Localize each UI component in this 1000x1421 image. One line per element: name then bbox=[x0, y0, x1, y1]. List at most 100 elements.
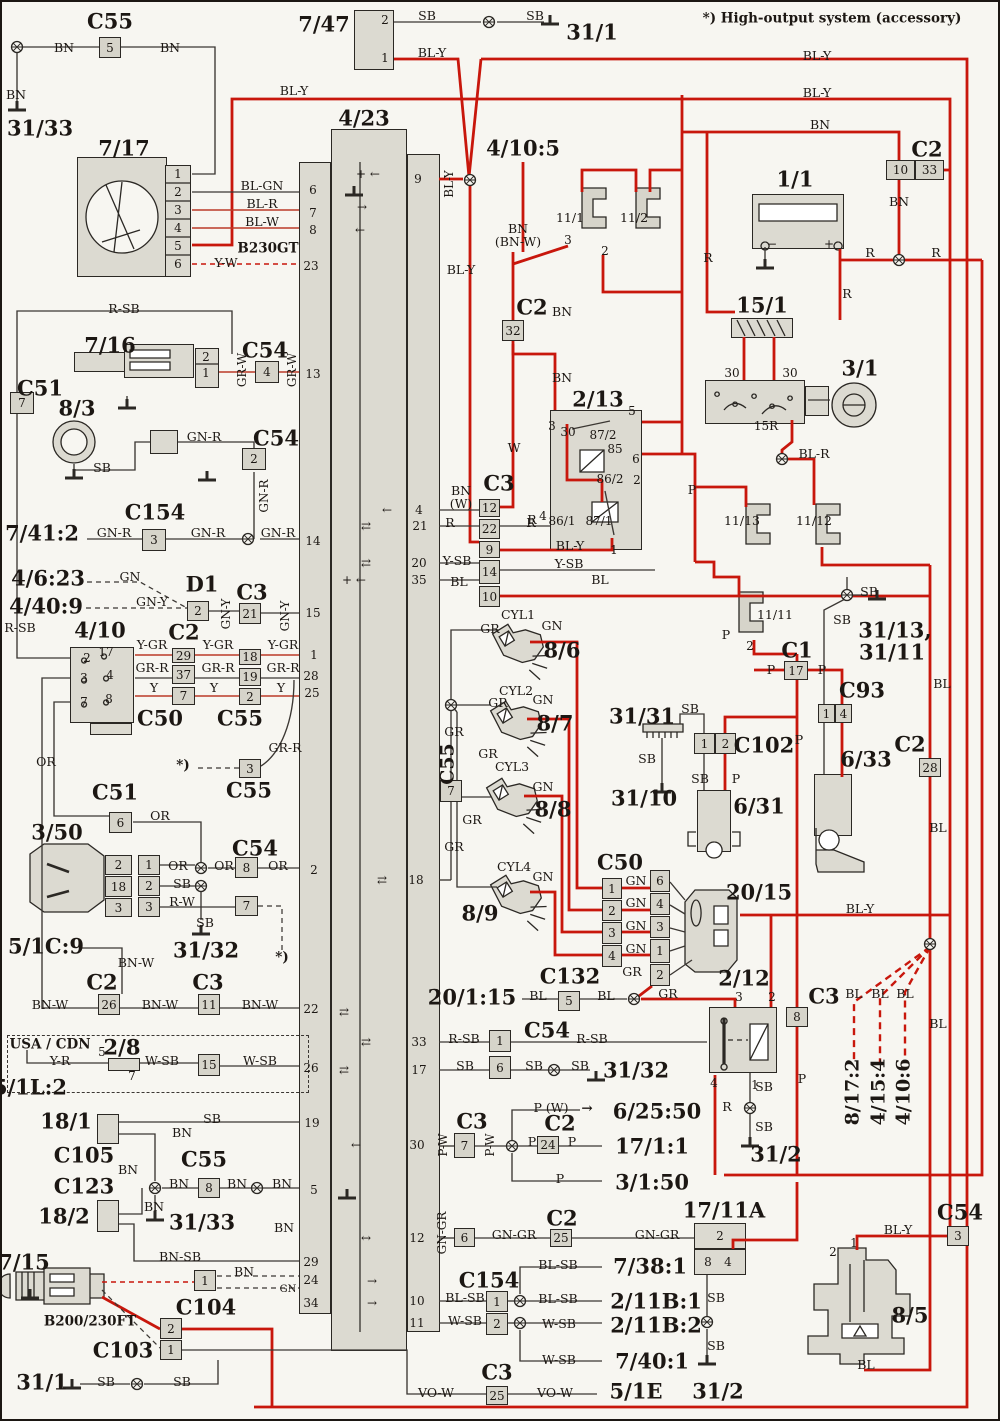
ground-icon bbox=[198, 471, 216, 482]
wire bbox=[530, 890, 602, 957]
wire bbox=[260, 679, 295, 767]
component-shape bbox=[849, 1260, 865, 1322]
wire bbox=[119, 1188, 143, 1215]
splice-icon bbox=[194, 861, 208, 875]
ground-icon bbox=[698, 1355, 716, 1366]
wire bbox=[121, 46, 216, 175]
wire bbox=[601, 255, 682, 294]
fuse-icon bbox=[745, 503, 771, 545]
wire bbox=[669, 904, 686, 915]
ground-icon bbox=[192, 925, 210, 936]
ground-icon bbox=[587, 1071, 605, 1082]
ground-icon bbox=[541, 15, 559, 26]
component-shape bbox=[49, 1273, 75, 1297]
wire bbox=[669, 959, 693, 976]
wire bbox=[456, 797, 497, 888]
component-shape bbox=[687, 831, 741, 847]
wire bbox=[695, 485, 748, 507]
splice-icon bbox=[130, 1377, 144, 1391]
wire bbox=[133, 821, 202, 868]
component-shape bbox=[80, 653, 110, 708]
wire bbox=[524, 794, 602, 934]
component-shape bbox=[504, 630, 549, 681]
wire bbox=[26, 1050, 108, 1064]
ground-icon bbox=[741, 1137, 759, 1148]
wire bbox=[808, 668, 844, 704]
ground-icon bbox=[65, 469, 83, 480]
wire bbox=[580, 168, 638, 192]
wire bbox=[182, 1327, 274, 1407]
wire bbox=[16, 310, 233, 659]
ground-icon bbox=[338, 1189, 356, 1200]
splice-icon bbox=[194, 879, 208, 893]
component-shape bbox=[502, 707, 547, 758]
splice-icon bbox=[250, 1181, 264, 1195]
wire bbox=[669, 945, 686, 952]
fuse-icon bbox=[581, 187, 607, 229]
component-shape bbox=[646, 732, 678, 738]
wire bbox=[724, 260, 984, 1177]
wire bbox=[705, 132, 735, 314]
fuse-icon bbox=[738, 591, 764, 633]
wire bbox=[450, 629, 499, 705]
component-shape bbox=[758, 203, 838, 222]
component-shape bbox=[129, 349, 171, 371]
fuse-icon bbox=[815, 503, 841, 545]
wire bbox=[855, 1234, 947, 1250]
wire bbox=[467, 58, 483, 178]
wire bbox=[80, 947, 123, 994]
splice-icon bbox=[627, 992, 641, 1006]
component-shape bbox=[705, 841, 723, 859]
wire bbox=[258, 905, 283, 954]
wire bbox=[192, 97, 952, 1226]
splice-icon bbox=[463, 173, 477, 187]
splice-icon bbox=[923, 937, 937, 951]
wire bbox=[641, 997, 737, 1007]
ground-icon bbox=[653, 783, 671, 794]
wire bbox=[178, 441, 255, 448]
component-shape bbox=[815, 828, 865, 873]
wire bbox=[500, 252, 515, 509]
component-shape bbox=[642, 723, 684, 733]
wire bbox=[119, 1133, 156, 1181]
splice-icon bbox=[10, 40, 24, 54]
wire bbox=[182, 1349, 486, 1395]
component-shape bbox=[29, 843, 105, 913]
splice-icon bbox=[775, 452, 789, 466]
wire bbox=[519, 1330, 602, 1362]
wire bbox=[695, 560, 741, 595]
component-shape bbox=[498, 784, 543, 835]
wire bbox=[669, 927, 686, 933]
wire bbox=[456, 712, 492, 798]
component-shape bbox=[807, 1247, 911, 1365]
wire bbox=[511, 344, 557, 410]
wire bbox=[53, 701, 109, 817]
component-shape bbox=[85, 180, 159, 254]
splice-icon bbox=[892, 253, 906, 267]
wire bbox=[101, 1289, 161, 1349]
component-shape bbox=[818, 829, 840, 851]
wire bbox=[852, 946, 931, 1062]
splice-icon bbox=[482, 15, 496, 29]
component-shape bbox=[736, 319, 786, 337]
component-shape bbox=[502, 881, 547, 932]
wire bbox=[669, 881, 686, 901]
wire bbox=[731, 1182, 799, 1249]
component-shape bbox=[489, 874, 542, 915]
ground-icon bbox=[8, 101, 26, 112]
ground-icon bbox=[868, 590, 886, 601]
wire bbox=[500, 538, 614, 552]
component-shape bbox=[46, 862, 70, 899]
wire bbox=[782, 457, 816, 505]
component-shape bbox=[713, 905, 729, 947]
wire bbox=[752, 640, 797, 656]
component-shape bbox=[21, 1272, 35, 1300]
wire bbox=[74, 441, 150, 471]
wire bbox=[878, 946, 931, 1062]
component-shape bbox=[852, 1324, 868, 1337]
ground-icon bbox=[756, 259, 774, 270]
component-shape bbox=[714, 391, 793, 415]
wire bbox=[512, 244, 569, 266]
ground-icon bbox=[118, 399, 136, 410]
component-shape bbox=[690, 899, 702, 927]
